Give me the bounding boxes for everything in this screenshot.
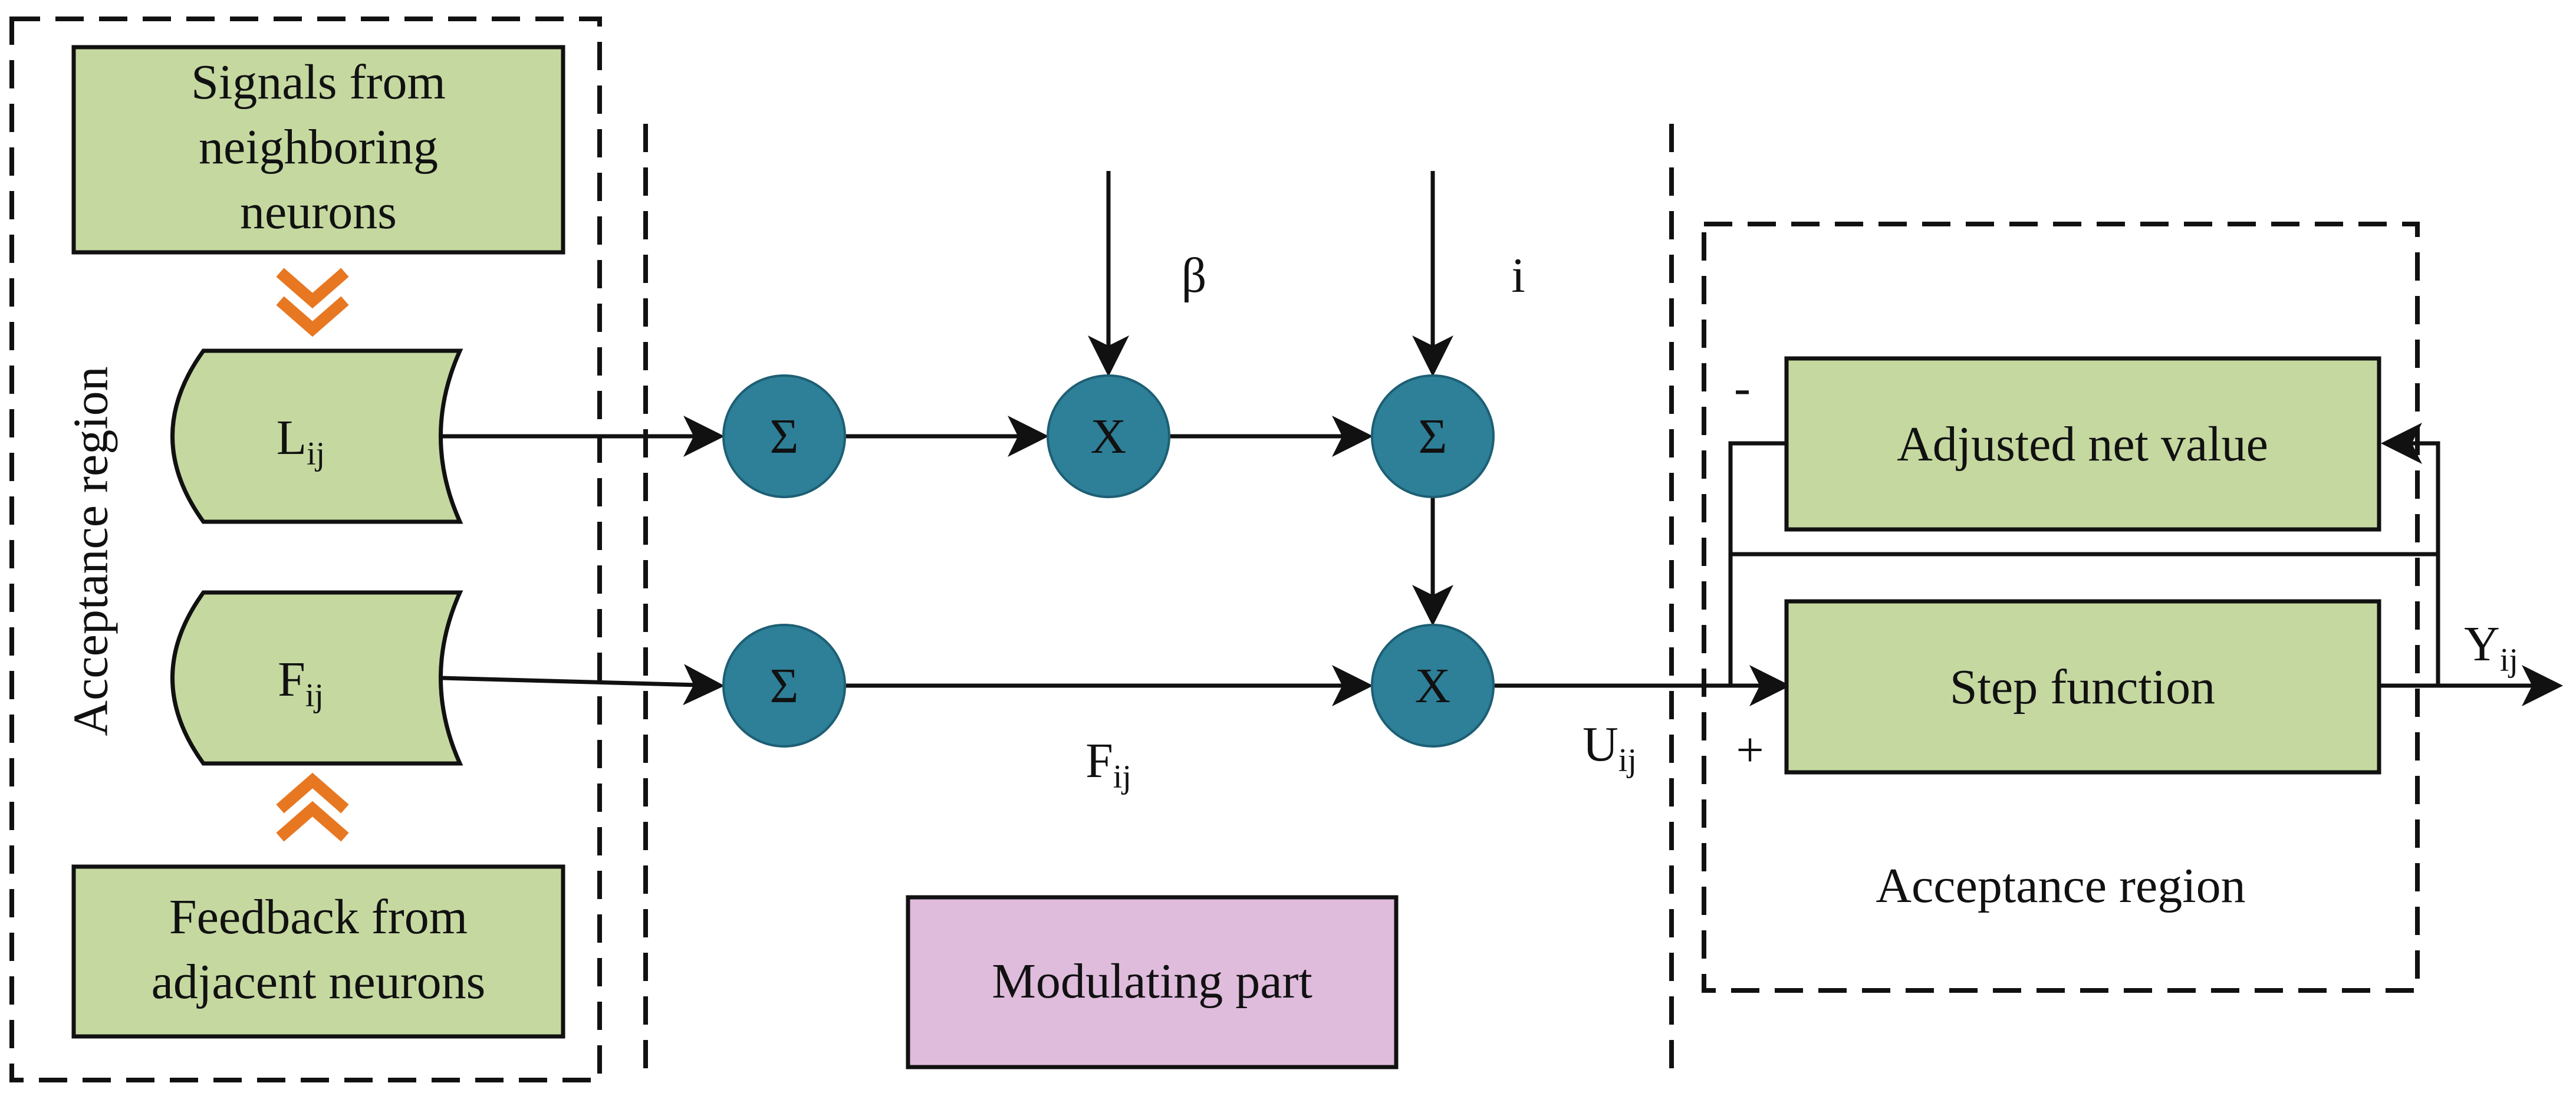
- right-region-border: [1702, 222, 2420, 993]
- step-function-box: [1784, 599, 2381, 775]
- linking-input-label: Lij: [277, 410, 325, 472]
- sum-node-feeding: [722, 624, 846, 748]
- feedback-box-line-2: adjacent neurons: [152, 954, 486, 1009]
- sum-node-linking: [722, 374, 846, 498]
- output-to-adjusted-line: [2381, 423, 2440, 686]
- plus-sign: +: [1736, 723, 1764, 778]
- feeding-input-label: Fij: [278, 652, 324, 714]
- left-region-border: [9, 17, 602, 1082]
- feedback-box: [71, 864, 565, 1039]
- sum-node-feeding-symbol: Σ: [770, 659, 799, 713]
- internal-activity-label: Uij: [1583, 717, 1637, 779]
- signals-box-line-3: neurons: [240, 185, 397, 239]
- linking-input-shape: [170, 348, 463, 524]
- signals-box-line-1: Signals from: [191, 55, 446, 110]
- feeding-input-shape: [170, 590, 463, 766]
- multiply-node-beta: [1047, 374, 1170, 498]
- adjusted-net-value-box: [1784, 356, 2381, 532]
- feedback-box-line-1: Feedback from: [169, 890, 468, 944]
- minus-sign: -: [1734, 360, 1751, 415]
- adjusted-feedback-line: [1728, 441, 1787, 686]
- right-region-label: Acceptance region: [1876, 858, 2245, 913]
- arrow-feeding-to-sum: [442, 664, 725, 706]
- adjusted-net-value-label: Adjusted net value: [1897, 417, 2268, 472]
- signals-box-line-2: neighboring: [199, 120, 438, 175]
- chevron-up-icon: [276, 772, 349, 842]
- sum-node-linking-symbol: Σ: [770, 409, 799, 464]
- sum-node-bias-symbol: Σ: [1419, 409, 1447, 464]
- multiply-node-beta-symbol: X: [1091, 409, 1127, 464]
- signals-box: [71, 45, 565, 255]
- step-function-label: Step function: [1950, 660, 2215, 715]
- beta-label: β: [1182, 248, 1207, 303]
- feeding-signal-label: Fij: [1085, 733, 1131, 795]
- i-label: i: [1511, 248, 1525, 303]
- connectors: [442, 171, 2563, 706]
- left-region-label: Acceptance region: [63, 366, 118, 736]
- chevron-down-icon: [276, 268, 349, 337]
- multiply-node-activity: [1371, 624, 1495, 748]
- output-label: Yij: [2464, 617, 2518, 679]
- modulating-part-label: Modulating part: [992, 954, 1312, 1009]
- multiply-node-activity-symbol: X: [1415, 659, 1451, 713]
- sum-node-bias: [1371, 374, 1495, 498]
- modulating-part-box: [906, 895, 1399, 1069]
